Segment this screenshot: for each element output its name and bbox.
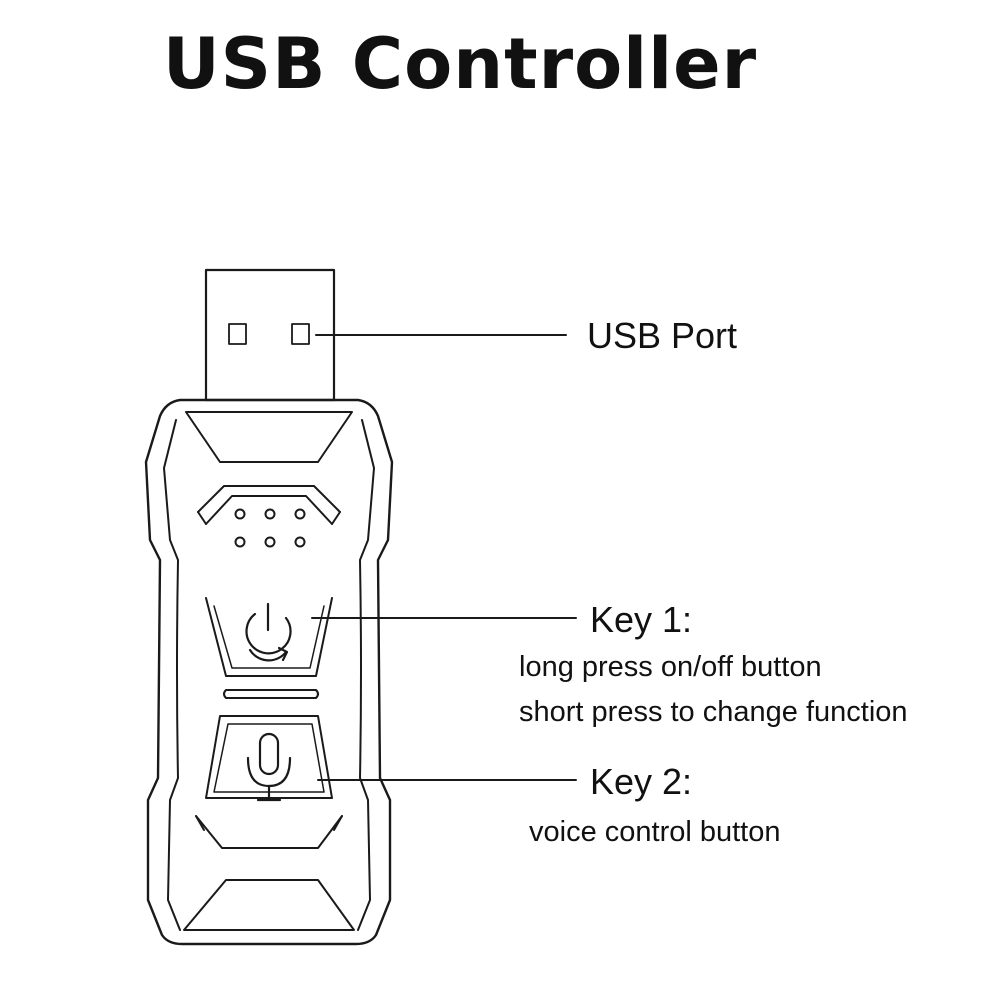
usb-contact-right bbox=[291, 323, 310, 345]
vent-hole bbox=[294, 508, 306, 520]
key1-button bbox=[205, 597, 333, 677]
label-usb-port: USB Port bbox=[587, 315, 738, 356]
usb-plug bbox=[204, 268, 336, 402]
vent-hole bbox=[294, 536, 306, 548]
label-key2-desc: voice control button bbox=[529, 816, 781, 848]
key-divider bbox=[223, 689, 319, 699]
diagram-title: USB Controller bbox=[162, 23, 758, 105]
body-inner-left-contour bbox=[163, 419, 181, 931]
device-body-outline bbox=[144, 398, 394, 946]
key2-button bbox=[205, 715, 333, 799]
label-key1-desc-1: long press on/off button bbox=[519, 651, 822, 683]
vent-hole bbox=[264, 536, 276, 548]
lower-chevron bbox=[195, 815, 343, 849]
label-key1-desc-2: short press to change function bbox=[519, 696, 908, 728]
vent-hole bbox=[234, 508, 246, 520]
vent-panel bbox=[197, 485, 341, 548]
label-key2: Key 2: bbox=[590, 761, 693, 802]
top-chevron-plate bbox=[185, 411, 353, 463]
microphone-icon bbox=[246, 732, 292, 802]
power-cycle-icon bbox=[245, 602, 292, 662]
vent-hole bbox=[234, 536, 246, 548]
lower-chevron-edge bbox=[195, 815, 205, 831]
body-inner-right-contour bbox=[357, 419, 375, 931]
lower-chevron-edge bbox=[333, 815, 343, 831]
label-key1: Key 1: bbox=[590, 599, 693, 640]
usb-contact-left bbox=[228, 323, 247, 345]
vent-hole bbox=[264, 508, 276, 520]
bottom-plate bbox=[183, 879, 355, 931]
